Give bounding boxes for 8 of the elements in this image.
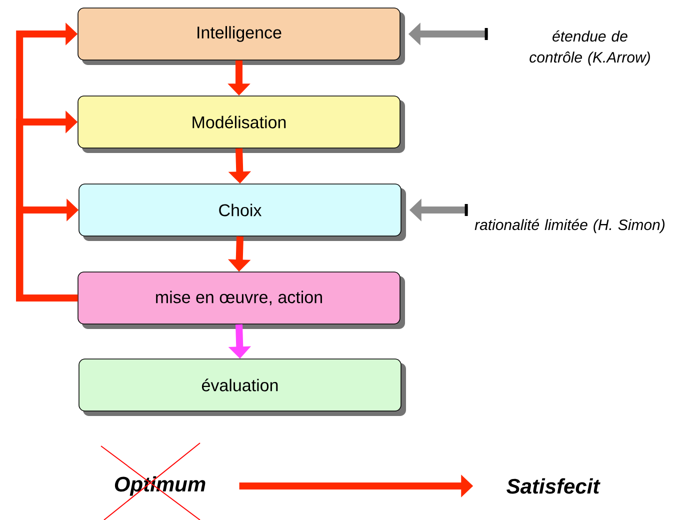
process-box: Modélisation: [78, 96, 405, 153]
process-box: mise en œuvre, action: [78, 272, 405, 329]
annotation-text: rationalité limitée (H. Simon): [474, 218, 664, 234]
concept-text: Satisfecit: [506, 478, 600, 494]
process-box: Choix: [78, 184, 406, 241]
process-box: évaluation: [78, 358, 406, 416]
process-box: Intelligence: [78, 8, 405, 65]
annotation-text: étendue de contrôle (K.Arrow): [530, 30, 650, 66]
